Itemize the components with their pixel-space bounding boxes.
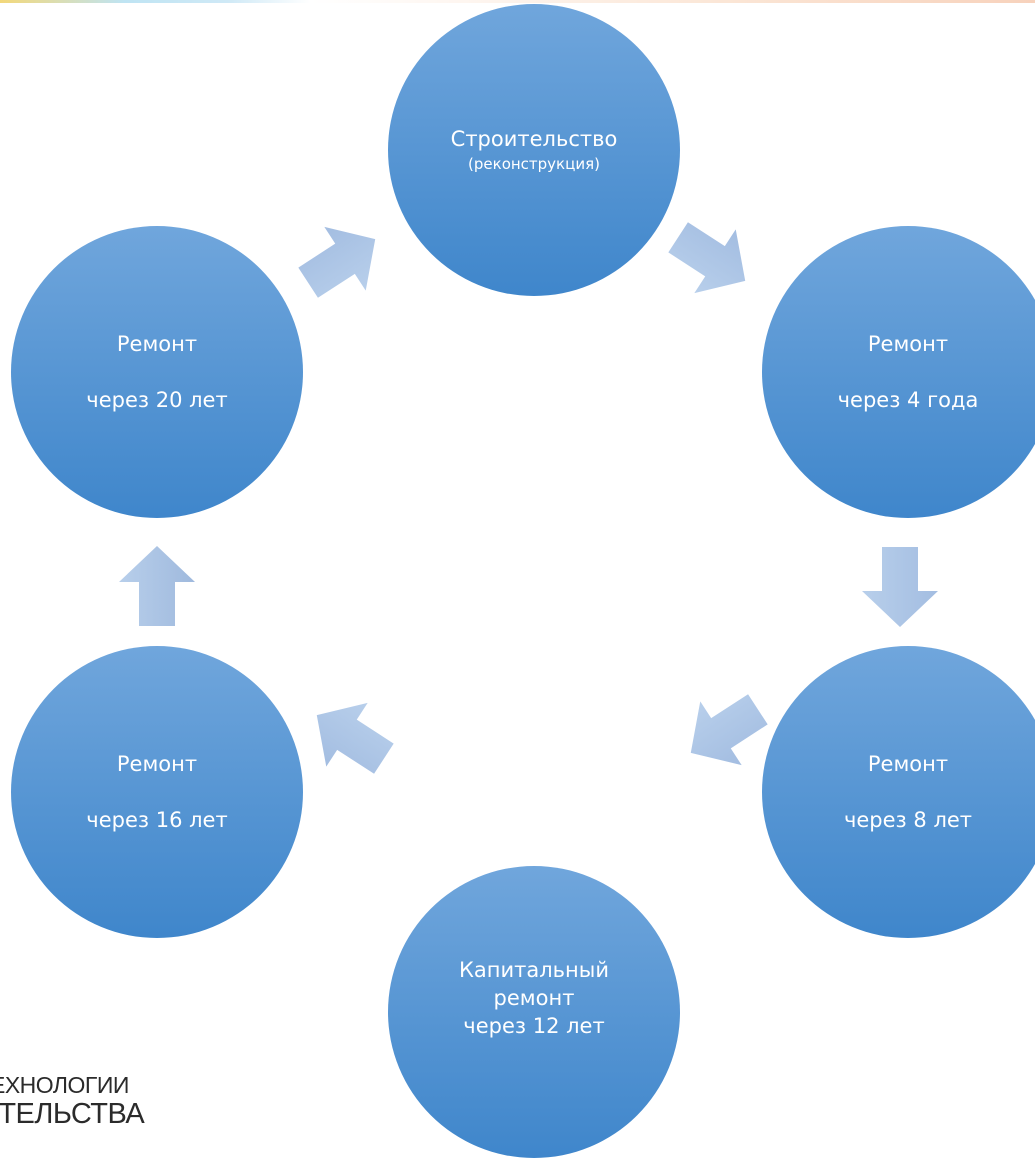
node-capital-12-circle: [388, 866, 680, 1158]
node-repair-16-circle: [11, 646, 303, 938]
arrow-construction-to-repair-4: [657, 205, 766, 313]
arrow-capital-12-to-repair-16: [296, 683, 405, 791]
node-construction-circle: [388, 4, 680, 296]
top-accent-bar: [0, 0, 1035, 3]
arrow-repair-16-to-repair-20: [119, 546, 195, 626]
node-repair-4-circle: [762, 226, 1035, 518]
node-repair-8-circle: [762, 646, 1035, 938]
arrow-repair-4-to-repair-8: [862, 547, 938, 627]
logo-line-1: ЕХНОЛОГИИ: [0, 1072, 129, 1098]
arrow-repair-20-to-construction: [287, 207, 396, 315]
node-repair-20-circle: [11, 226, 303, 518]
arrow-repair-8-to-capital-12: [670, 677, 779, 785]
